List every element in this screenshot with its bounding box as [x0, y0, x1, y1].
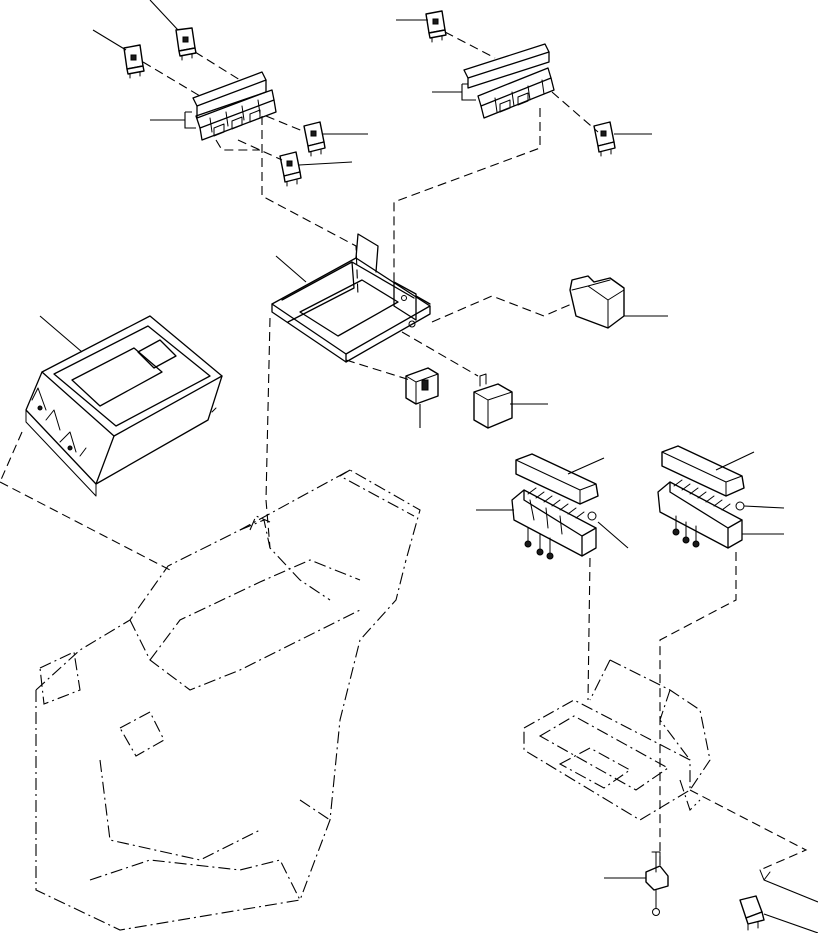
leader-line — [150, 111, 196, 129]
leader-line — [432, 83, 476, 101]
connector-cover — [569, 275, 625, 329]
relay-top-a — [175, 27, 197, 61]
fuse-box-right — [657, 445, 745, 549]
leader-line — [763, 879, 818, 903]
relay-bracket-left — [192, 71, 277, 141]
cab-floor-frame — [35, 469, 421, 931]
relay-mid-left-2 — [279, 151, 302, 187]
leader-line — [763, 913, 818, 933]
leader-line — [743, 505, 785, 509]
leader-line — [39, 315, 83, 353]
lower-bracket — [523, 659, 711, 821]
controller-box — [25, 315, 223, 497]
relay-top-right — [425, 10, 447, 43]
mounting-tray — [271, 233, 431, 363]
relay-bottom — [739, 895, 765, 931]
flasher-unit — [473, 373, 513, 429]
leader-line — [275, 255, 307, 283]
leader-line — [92, 29, 127, 51]
leader-line — [149, 0, 179, 31]
ground-stud — [645, 851, 669, 916]
leader-line — [567, 457, 605, 475]
fuse-box-left — [511, 453, 599, 560]
leader-line — [715, 451, 755, 471]
relay-mid-right — [593, 121, 616, 157]
leader-line — [298, 161, 353, 166]
leader-line — [597, 521, 629, 549]
small-relay — [405, 367, 439, 405]
relay-bracket-right — [463, 43, 555, 119]
relay-mid-left-1 — [303, 121, 326, 157]
relay-top-b — [123, 44, 145, 79]
